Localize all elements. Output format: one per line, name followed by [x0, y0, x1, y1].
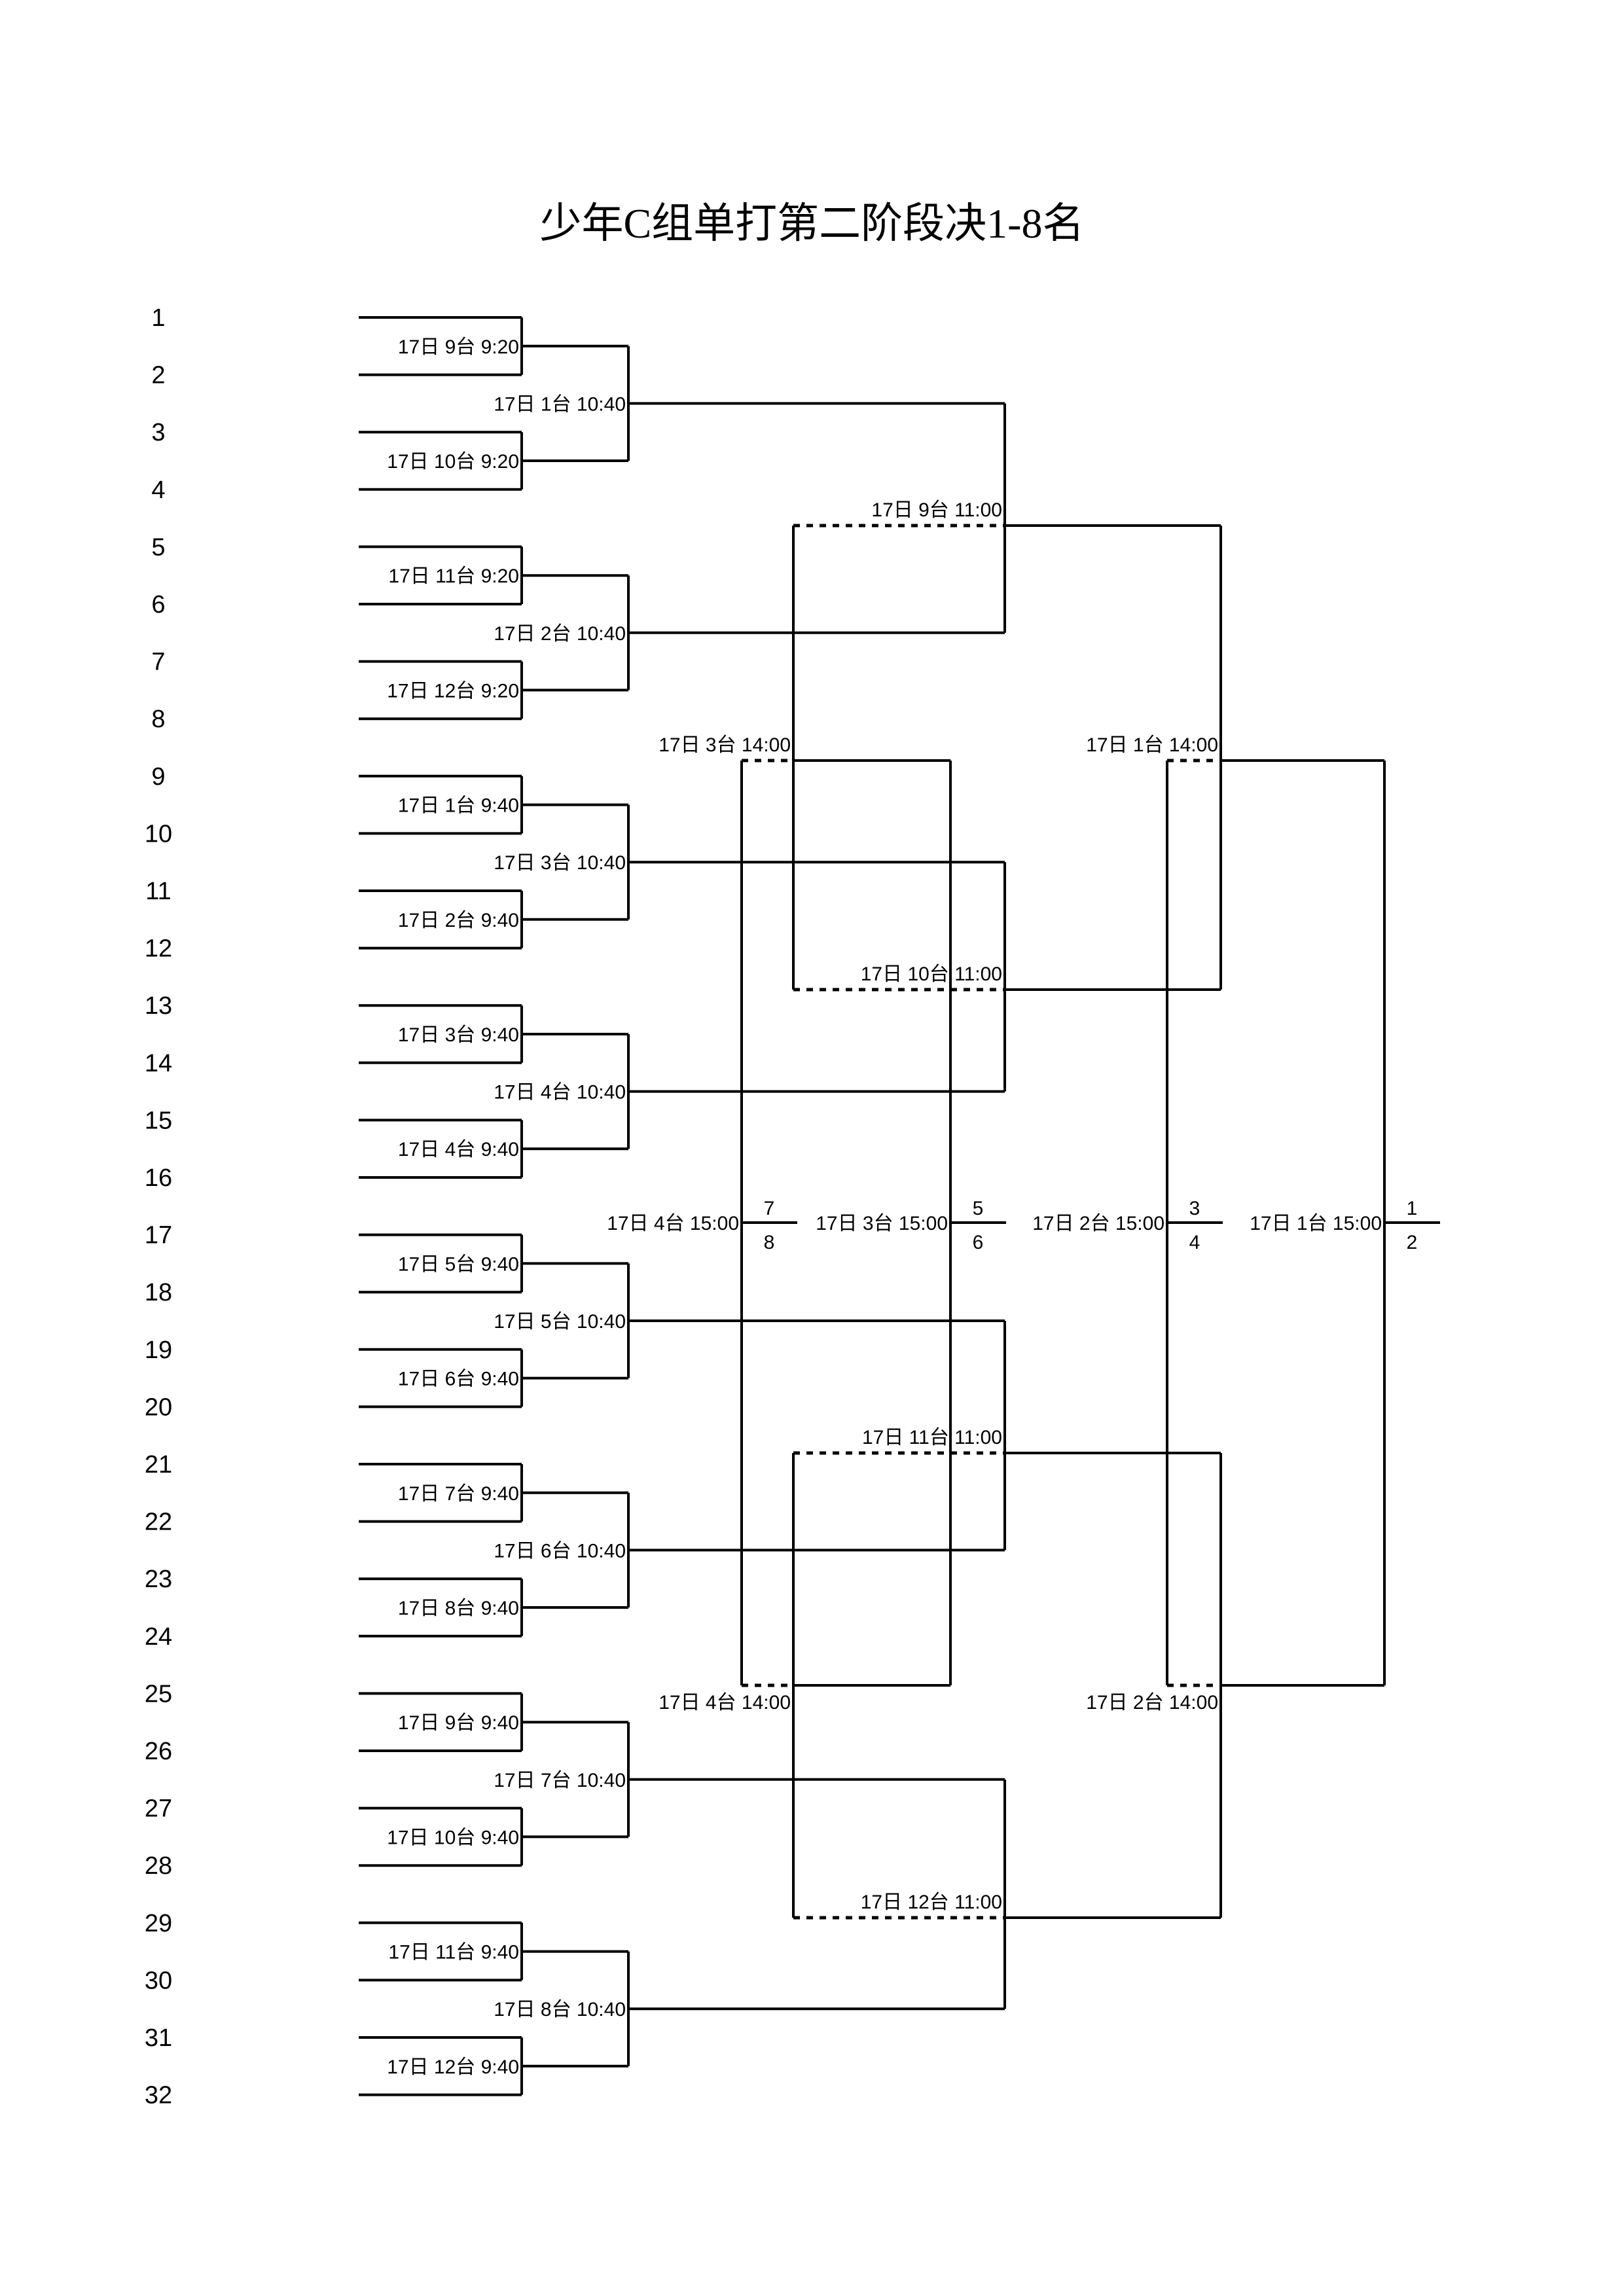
seed-number: 26	[145, 1738, 172, 1765]
playoff-match-label: 17日 3台 14:00	[659, 734, 791, 756]
round1-match-label: 17日 12台 9:40	[387, 2056, 519, 2078]
placing-match-label: 17日 3台 15:00	[816, 1213, 948, 1234]
seed-number: 9	[151, 763, 165, 791]
seed-number: 25	[145, 1680, 172, 1708]
seed-number: 13	[145, 992, 172, 1020]
seed-number: 27	[145, 1795, 172, 1823]
playoff-match-label: 17日 4台 14:00	[659, 1692, 791, 1713]
seed-number: 19	[145, 1336, 172, 1364]
placing-rank-lower: 8	[764, 1232, 775, 1253]
placing-match-label: 17日 4台 15:00	[607, 1213, 739, 1234]
round1-match-label: 17日 10台 9:40	[387, 1827, 519, 1848]
placing-rank-upper: 3	[1189, 1198, 1200, 1219]
round3-match-label: 17日 9台 11:00	[871, 499, 1002, 521]
round2-match-label: 17日 6台 10:40	[494, 1540, 626, 1562]
seed-number: 20	[145, 1393, 172, 1421]
placing-rank-upper: 1	[1407, 1198, 1418, 1219]
seed-number: 32	[145, 2082, 172, 2109]
seed-number: 12	[145, 935, 172, 963]
seed-number: 1	[151, 304, 165, 332]
round1-match-label: 17日 9台 9:20	[398, 336, 519, 358]
seed-number: 28	[145, 1852, 172, 1880]
round2-match-label: 17日 1台 10:40	[494, 393, 626, 415]
round2-match-label: 17日 7台 10:40	[494, 1770, 626, 1791]
round1-match-label: 17日 2台 9:40	[398, 910, 519, 931]
placing-match-label: 17日 1台 15:00	[1250, 1213, 1382, 1234]
round1-match-label: 17日 11台 9:20	[388, 565, 519, 587]
placing-rank-upper: 5	[973, 1198, 984, 1219]
placing-rank-lower: 6	[973, 1232, 984, 1253]
seed-number: 4	[151, 476, 165, 504]
seed-number: 18	[145, 1279, 172, 1306]
seed-number: 31	[145, 2024, 172, 2052]
round1-match-label: 17日 1台 9:40	[398, 795, 519, 817]
seed-number: 16	[145, 1164, 172, 1192]
seed-number: 7	[151, 649, 165, 676]
round3-match-label: 17日 11台 11:00	[862, 1427, 1002, 1448]
seed-number: 6	[151, 591, 165, 619]
round2-match-label: 17日 8台 10:40	[494, 1999, 626, 2020]
round1-match-label: 17日 11台 9:40	[388, 1942, 519, 1964]
seed-number: 3	[151, 419, 165, 446]
seed-number: 11	[145, 878, 171, 905]
seed-number: 29	[145, 1910, 172, 1937]
round1-match-label: 17日 7台 9:40	[398, 1483, 519, 1505]
round1-match-label: 17日 5台 9:40	[398, 1253, 519, 1275]
round1-match-label: 17日 10台 9:20	[387, 451, 519, 473]
round1-match-label: 17日 4台 9:40	[398, 1139, 519, 1160]
placing-match-label: 17日 2台 15:00	[1032, 1213, 1164, 1234]
round3-match-label: 17日 10台 11:00	[861, 963, 1002, 985]
round1-match-label: 17日 12台 9:20	[387, 680, 519, 702]
seed-number: 5	[151, 533, 165, 561]
placing-rank-upper: 7	[764, 1198, 775, 1219]
seed-number: 15	[145, 1107, 172, 1134]
round2-match-label: 17日 5台 10:40	[494, 1311, 626, 1333]
page-title: 少年C组单打第二阶段决1-8名	[539, 200, 1085, 247]
round1-match-label: 17日 9台 9:40	[398, 1712, 519, 1734]
round2-match-label: 17日 2台 10:40	[494, 623, 626, 645]
seed-number: 8	[151, 706, 165, 733]
round1-match-label: 17日 6台 9:40	[398, 1369, 519, 1390]
round2-match-label: 17日 4台 10:40	[494, 1082, 626, 1103]
seed-number: 17	[145, 1222, 172, 1249]
seed-number: 24	[145, 1623, 172, 1651]
placing-rank-lower: 2	[1407, 1232, 1418, 1253]
seed-number: 22	[145, 1509, 172, 1536]
semifinal-match-label: 17日 2台 14:00	[1086, 1692, 1218, 1713]
seed-number: 23	[145, 1566, 172, 1593]
round1-match-label: 17日 3台 9:40	[398, 1024, 519, 1046]
round2-match-label: 17日 3台 10:40	[494, 852, 626, 874]
seed-number: 2	[151, 362, 165, 389]
seed-number: 10	[145, 820, 172, 848]
seed-number: 21	[145, 1451, 172, 1479]
round1-match-label: 17日 8台 9:40	[398, 1598, 519, 1619]
placing-rank-lower: 4	[1189, 1232, 1200, 1253]
round3-match-label: 17日 12台 11:00	[861, 1892, 1002, 1913]
seed-number: 30	[145, 1967, 172, 1994]
semifinal-match-label: 17日 1台 14:00	[1086, 734, 1218, 756]
seed-number: 14	[145, 1050, 172, 1077]
